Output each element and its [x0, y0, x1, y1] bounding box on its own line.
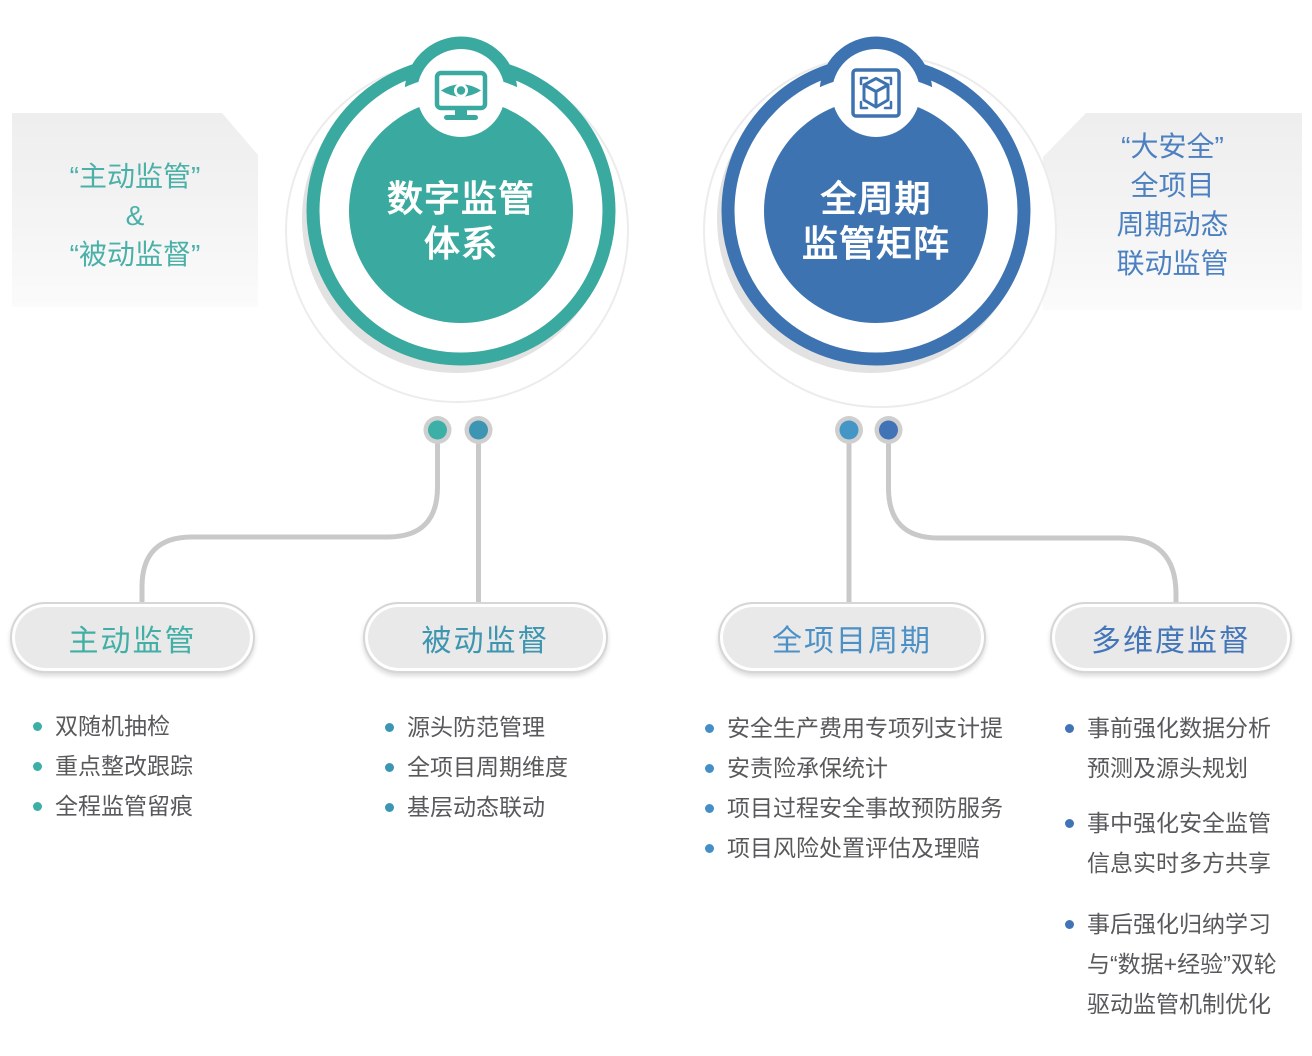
bullet-dot-icon [33, 761, 42, 771]
pill-label: 多维度监督 [1091, 624, 1251, 658]
pill-label: 全项目周期 [772, 624, 932, 658]
bullet-dot-icon [705, 843, 714, 853]
full-cycle-matrix-emblem [703, 36, 1057, 408]
connector-dot-3 [839, 420, 859, 440]
bullet-dot-icon [1065, 818, 1074, 828]
list-item: 全项目周期维度 [385, 747, 568, 787]
monitor-eye-icon [434, 70, 488, 120]
connector-dot-4 [879, 420, 898, 440]
cube-icon [851, 68, 901, 118]
right-note-text: “大安全” 全项目 周期动态 联动监管 [1116, 131, 1229, 279]
connector-line-1 [139, 431, 440, 604]
bullet-dot-icon [385, 802, 394, 812]
branch-list-passive: 源头防范管理 全项目周期维度 基层动态联动 [385, 707, 568, 827]
digital-supervision-emblem [285, 36, 629, 403]
list-item: 安责险承保统计 [705, 748, 1015, 788]
bullet-dot-icon [705, 763, 714, 773]
list-item: 全程监管留痕 [33, 786, 193, 826]
list-item: 基层动态联动 [385, 787, 568, 827]
pill-multi-dimension: 多维度监督 [1050, 602, 1292, 673]
emblem-title-digital: 数字监管 体系 [386, 178, 535, 264]
list-item: 安全生产费用专项列支计提 [705, 708, 1015, 748]
list-item: 项目风险处置评估及理赔 [705, 828, 1015, 868]
list-item: 双随机抽检 [33, 706, 193, 746]
bullet-dot-icon [385, 722, 394, 732]
bullet-dot-icon [33, 801, 42, 811]
list-item: 源头防范管理 [385, 707, 568, 747]
list-item: 事中强化安全监管 信息实时多方共享 [1065, 803, 1307, 883]
branch-list-multi: 事前强化数据分析 预测及源头规划 事中强化安全监管 信息实时多方共享 事后强化归… [1065, 708, 1307, 1024]
bullet-dot-icon [1065, 919, 1074, 929]
list-item: 项目过程安全事故预防服务 [705, 788, 1015, 828]
emblem-title-cycle: 全周期 监管矩阵 [801, 178, 950, 264]
bullet-dot-icon [705, 723, 714, 733]
pill-full-project-cycle: 全项目周期 [718, 602, 986, 673]
connector-line-4 [886, 431, 1179, 606]
right-note-band: “大安全” 全项目 周期动态 联动监管 [1043, 113, 1302, 310]
list-item: 重点整改跟踪 [33, 746, 193, 786]
bullet-dot-icon [33, 721, 42, 731]
emblem-core [764, 99, 988, 323]
pill-active-supervision: 主动监管 [10, 602, 255, 673]
left-note-band: “主动监管” & “被动监督” [12, 113, 258, 307]
pill-label: 主动监管 [68, 624, 197, 658]
list-item: 事后强化归纳学习 与“数据+经验”双轮 驱动监管机制优化 [1065, 904, 1307, 1024]
bullet-dot-icon [705, 803, 714, 813]
connector-dot-2 [469, 420, 488, 440]
bullet-dot-icon [1065, 723, 1074, 733]
pill-passive-supervision: 被动监督 [363, 602, 608, 673]
branch-list-active: 双随机抽检 重点整改跟踪 全程监管留痕 [33, 706, 193, 826]
connector-lines [139, 431, 1179, 606]
connector-dot-1 [428, 420, 447, 440]
list-item: 事前强化数据分析 预测及源头规划 [1065, 708, 1307, 788]
bullet-dot-icon [385, 762, 394, 772]
left-note-text: “主动监管” & “被动监督” [69, 161, 201, 270]
emblem-core [349, 99, 573, 323]
connector-dots [423, 416, 903, 444]
branch-list-cycle: 安全生产费用专项列支计提 安责险承保统计 项目过程安全事故预防服务 项目风险处置… [705, 708, 1015, 868]
pill-label: 被动监督 [421, 624, 550, 658]
